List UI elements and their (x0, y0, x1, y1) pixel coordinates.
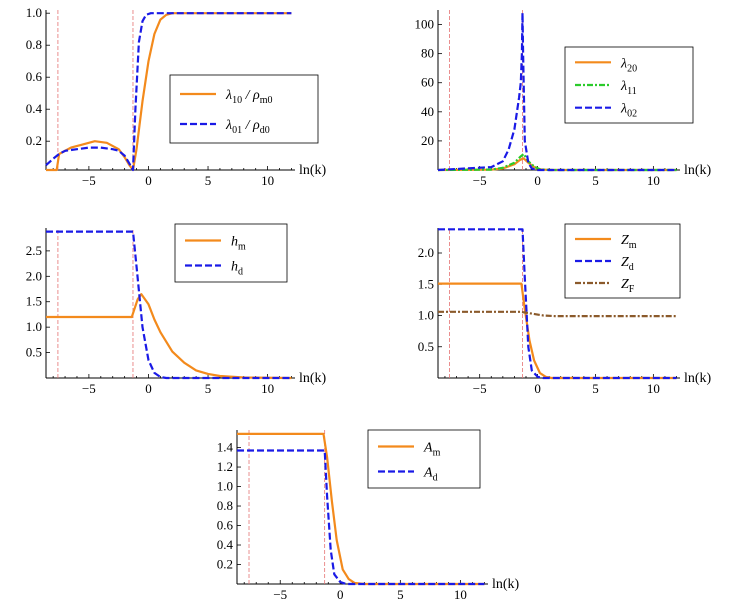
x-tick-label: 5 (397, 587, 404, 602)
legend: hm hd (174, 223, 288, 283)
y-tick-label: 2.5 (26, 243, 42, 258)
legend-box (169, 74, 319, 144)
x-tick-label: −5 (82, 381, 96, 396)
y-tick-label: 0.4 (217, 537, 234, 552)
y-tick-label: 1.0 (217, 479, 233, 494)
y-tick-label: 80 (421, 46, 434, 61)
x-tick-label: 5 (592, 381, 599, 396)
y-tick-label: 0.2 (26, 133, 42, 148)
y-tick-label: 2.0 (418, 245, 434, 260)
x-axis-label: ln(k) (684, 371, 712, 386)
y-tick-label: 0.5 (26, 345, 42, 360)
x-tick-label: 10 (454, 587, 467, 602)
y-tick-label: 1.4 (217, 440, 234, 455)
plot-h: −5 0 5 10 0.5 1.0 1.5 2.0 2.5 ln(k) hm hd (26, 223, 327, 396)
y-tick-label: 0.4 (26, 101, 43, 116)
x-tick-label: −5 (473, 381, 487, 396)
x-tick-label: 10 (261, 173, 274, 188)
legend-box (367, 429, 481, 489)
legend-box (564, 223, 681, 299)
y-tick-label: 0.8 (217, 498, 233, 513)
legend-label: λ01 / ρd0 (225, 118, 270, 136)
legend-box (174, 223, 288, 283)
legend-label: Zd (621, 255, 634, 273)
x-axis-label: ln(k) (684, 163, 712, 178)
x-axis-label: ln(k) (299, 371, 327, 386)
y-tick-label: 100 (415, 17, 435, 32)
plot-lambda1: −5 0 5 10 0.2 0.4 0.6 0.8 1.0 ln(k) λ10 / ρm0 λ01 /… (26, 5, 327, 188)
y-tick-label: 20 (421, 133, 434, 148)
x-tick-label: 10 (261, 381, 274, 396)
legend: λ10 / ρm0 λ01 / ρd0 (169, 74, 319, 144)
series-line (46, 230, 292, 380)
y-tick-label: 1.5 (26, 294, 42, 309)
x-tick-label: 0 (145, 173, 152, 188)
plot-lambda2: −5 0 5 10 20 40 60 80 100 ln(k) λ20 λ11 λ02 (415, 10, 712, 188)
x-tick-label: 0 (337, 587, 344, 602)
y-tick-label: 0.6 (26, 69, 43, 84)
y-tick-label: 1.0 (418, 308, 434, 323)
y-tick-label: 2.0 (26, 268, 42, 283)
x-tick-label: 0 (534, 173, 541, 188)
legend-label: λ11 (620, 79, 637, 97)
x-axis-label: ln(k) (299, 163, 327, 178)
x-tick-label: 0 (534, 381, 541, 396)
x-tick-label: 10 (647, 381, 660, 396)
x-tick-label: −5 (82, 173, 96, 188)
x-axis-label: ln(k) (492, 577, 520, 592)
x-tick-label: 5 (592, 173, 599, 188)
x-tick-label: 5 (205, 173, 212, 188)
y-tick-label: 0.2 (217, 557, 233, 572)
y-tick-label: 1.2 (217, 459, 233, 474)
legend-label: λ10 / ρm0 (225, 88, 272, 106)
legend-label: Ad (423, 466, 438, 484)
series-line (438, 310, 677, 318)
y-tick-label: 0.5 (418, 339, 434, 354)
legend: λ20 λ11 λ02 (564, 46, 694, 124)
y-tick-label: 1.0 (26, 5, 42, 20)
series-line (45, 12, 292, 172)
legend-label: ZF (621, 277, 635, 295)
y-tick-label: 40 (421, 104, 434, 119)
series-line (46, 293, 292, 380)
legend-label: λ20 (620, 56, 637, 74)
y-tick-label: 0.6 (217, 518, 234, 533)
series-line (237, 449, 485, 586)
series-line (438, 228, 677, 380)
y-tick-label: 1.5 (418, 276, 434, 291)
x-tick-label: 5 (205, 381, 212, 396)
y-tick-label: 1.0 (26, 319, 42, 334)
y-tick-label: 60 (421, 75, 434, 90)
legend-label: hm (231, 235, 246, 253)
y-tick-label: 0.8 (26, 37, 42, 52)
x-tick-label: −5 (273, 587, 287, 602)
x-tick-label: 0 (145, 381, 152, 396)
legend-box (564, 46, 694, 124)
legend-label: Am (423, 441, 441, 459)
x-tick-label: 10 (647, 173, 660, 188)
legend-label: λ02 (620, 102, 637, 120)
legend-label: hd (231, 260, 243, 278)
series-line (437, 11, 677, 172)
x-tick-label: −5 (473, 173, 487, 188)
legend-label: Zm (621, 233, 637, 251)
